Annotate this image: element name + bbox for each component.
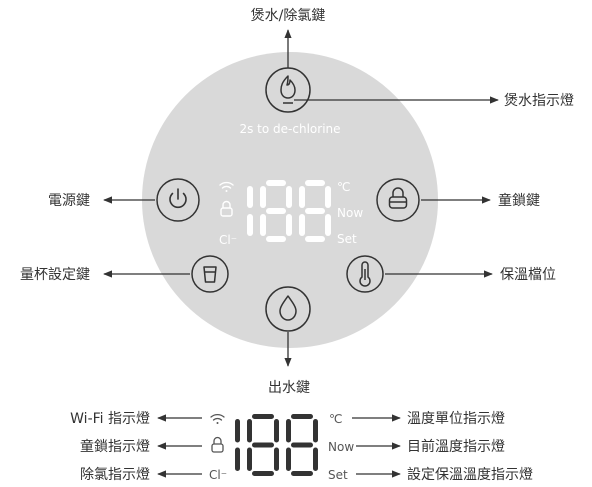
display-segment xyxy=(299,186,305,208)
lock-icon xyxy=(388,187,408,209)
droplet-icon xyxy=(279,295,297,321)
cup-setting-button[interactable] xyxy=(191,255,229,293)
legend-now-indicator: Now xyxy=(328,440,354,454)
legend-celsius-indicator: ℃ xyxy=(329,412,342,426)
set-indicator: Set xyxy=(337,232,357,246)
celsius-indicator: ℃ xyxy=(337,180,350,194)
lock-icon xyxy=(220,200,233,217)
lock-icon xyxy=(211,436,224,453)
callout-child-lock-key: 童鎖鍵 xyxy=(498,192,540,209)
display-segment xyxy=(274,447,279,471)
callout-boil-dechlorine-key: 煲水/除氯鍵 xyxy=(251,7,326,24)
display-segment xyxy=(260,214,266,236)
callout-cup-setting-key: 量杯設定鍵 xyxy=(20,267,90,283)
legend-label-child-lock: 童鎖指示燈 xyxy=(80,438,150,455)
display-segment xyxy=(313,447,318,471)
display-segment xyxy=(252,414,274,419)
display-segment xyxy=(286,186,292,208)
display-segment xyxy=(247,447,252,471)
legend-label-current-temp: 目前溫度指示燈 xyxy=(407,438,505,455)
legend-set-indicator: Set xyxy=(328,468,348,482)
callout-keep-warm-level: 保溫檔位 xyxy=(500,267,556,283)
display-segment xyxy=(266,236,286,242)
cup-icon xyxy=(203,266,217,283)
boil-button[interactable] xyxy=(265,67,311,113)
wifi-icon xyxy=(219,181,234,192)
display-segment xyxy=(305,236,325,242)
dechlorine-hint: 2s to de-chlorine xyxy=(239,122,340,136)
display-segment xyxy=(313,419,318,443)
display-segment xyxy=(247,186,253,208)
display-segment xyxy=(286,214,292,236)
display-segment xyxy=(291,442,313,448)
display-segment xyxy=(286,419,291,443)
display-segment xyxy=(325,186,331,208)
legend-chlorine-indicator: Cl⁻ xyxy=(209,468,227,482)
display-segment xyxy=(235,447,240,471)
display-segment xyxy=(247,214,253,236)
display-digit xyxy=(286,414,318,476)
thermometer-icon xyxy=(359,261,371,287)
display-segment xyxy=(247,419,252,443)
dispense-button[interactable] xyxy=(265,286,311,332)
flame-icon xyxy=(280,75,296,99)
display-digit xyxy=(247,186,253,236)
power-button[interactable] xyxy=(156,178,200,222)
display-segment xyxy=(260,186,266,208)
display-segment xyxy=(274,419,279,443)
display-segment xyxy=(266,180,286,186)
display-segment xyxy=(305,208,325,214)
display-segment xyxy=(266,208,286,214)
display-segment xyxy=(286,447,291,471)
panel-display xyxy=(247,180,331,242)
display-segment xyxy=(325,214,331,236)
keep-warm-button[interactable] xyxy=(346,255,384,293)
legend-label-chlorine: 除氯指示燈 xyxy=(80,467,150,483)
callout-power-key: 電源鍵 xyxy=(48,193,90,209)
display-digit xyxy=(247,414,279,476)
power-icon xyxy=(169,188,187,209)
legend-label-temp-unit: 溫度單位指示燈 xyxy=(407,411,505,427)
chlorine-indicator: Cl⁻ xyxy=(219,233,237,247)
legend-display xyxy=(235,414,318,476)
display-segment xyxy=(235,419,240,443)
display-segment xyxy=(291,471,313,476)
now-indicator: Now xyxy=(337,206,363,220)
display-segment xyxy=(299,214,305,236)
display-digit xyxy=(260,180,292,242)
callout-boil-indicator: 煲水指示燈 xyxy=(504,92,574,109)
display-segment xyxy=(252,442,274,448)
display-segment xyxy=(252,471,274,476)
display-segment xyxy=(305,180,325,186)
display-segment xyxy=(291,414,313,419)
legend-label-set-temp: 設定保溫溫度指示燈 xyxy=(407,467,533,483)
child-lock-button[interactable] xyxy=(376,178,420,222)
display-digit xyxy=(235,419,240,471)
wifi-icon xyxy=(210,413,225,424)
display-digit xyxy=(299,180,331,242)
legend-label-wifi: Wi-Fi 指示燈 xyxy=(70,411,150,427)
callout-dispense-key: 出水鍵 xyxy=(268,380,310,396)
